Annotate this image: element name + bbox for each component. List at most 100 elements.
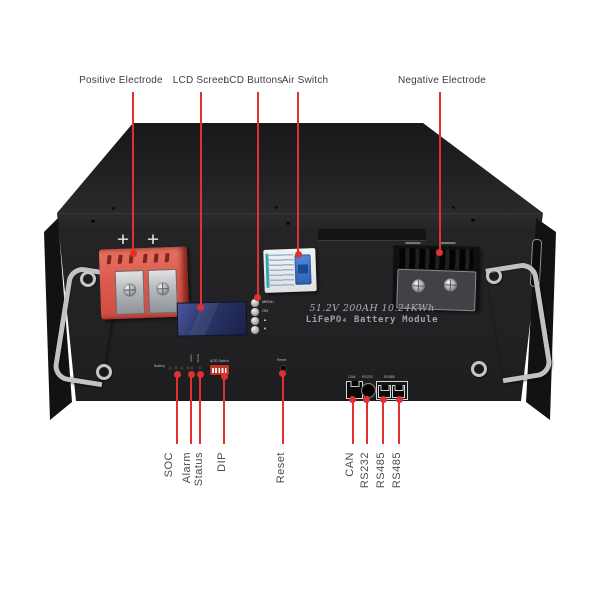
callout-label-lcd-screen: LCD Screen — [172, 75, 230, 86]
lcd-button-label: MENU — [262, 299, 274, 304]
handle-curl-icon — [80, 271, 96, 287]
rs232-port-label: RS232 — [362, 375, 373, 379]
callout-line — [398, 400, 400, 444]
alarm-led-icon — [190, 366, 194, 370]
connector-vent-icon — [117, 254, 123, 264]
callout-line — [223, 378, 225, 444]
lid-screw-icon — [452, 206, 455, 209]
panel-seam — [60, 213, 540, 214]
callout-line — [439, 92, 441, 251]
battery-top-lid — [57, 123, 543, 213]
callout-line — [297, 92, 299, 253]
lcd-button-up — [251, 317, 259, 325]
callout-dot — [380, 396, 387, 403]
callout-dot — [197, 304, 204, 311]
callout-dot — [363, 396, 370, 403]
callout-dot — [197, 371, 204, 378]
callout-label-rs485-2: RS485 — [391, 452, 403, 489]
callout-label-alarm: Alarm — [181, 452, 193, 484]
soc-led-icon — [168, 366, 172, 370]
reset-label: Reset — [277, 358, 287, 362]
handle-curl-icon — [471, 361, 487, 377]
rs485-port-pair — [376, 381, 408, 400]
status-led-icon — [198, 366, 202, 370]
callout-label-reset: Reset — [275, 452, 287, 484]
callout-dot — [130, 250, 137, 257]
callout-dot — [221, 373, 228, 380]
battery-led-label: Battery — [154, 364, 166, 368]
lcd-button-label: ▼ — [263, 326, 267, 331]
plus-symbol: + — [146, 228, 160, 251]
callout-label-positive-electrode: Positive Electrode — [79, 75, 163, 86]
callout-line — [382, 400, 384, 444]
callout-line — [176, 376, 178, 444]
positive-electrode-connector — [98, 246, 190, 320]
terminal-screw-icon — [411, 279, 426, 293]
terminal-plate — [114, 270, 146, 315]
handle-curl-icon — [96, 364, 112, 380]
rs485-port-label: RS485 — [384, 375, 395, 379]
callout-label-status: Status — [193, 452, 205, 487]
rim-screw-icon — [471, 218, 475, 222]
callout-line — [366, 400, 368, 444]
callout-dot — [279, 370, 286, 377]
dip-switch-label: ADD Switch — [210, 359, 229, 363]
terminal-screw-icon — [155, 282, 170, 296]
can-port-label: CAN — [348, 375, 356, 379]
panel-vent-slot — [318, 229, 426, 241]
callout-label-can: CAN — [344, 452, 356, 477]
terminal-screw-icon — [443, 278, 458, 292]
rim-screw-icon — [91, 219, 95, 223]
soc-led-icon — [174, 366, 178, 370]
alarm-led-label: Alarm — [189, 354, 193, 362]
callout-dot — [349, 396, 356, 403]
callout-label-soc: SOC — [163, 452, 175, 478]
lid-screw-icon — [112, 207, 115, 210]
handle-curl-icon — [486, 268, 502, 284]
air-switch-text-lines — [267, 253, 295, 288]
callout-label-lcd-buttons: LCD Buttons — [223, 75, 283, 86]
lcd-button-label: ▲ — [263, 317, 267, 322]
callout-dot — [295, 251, 302, 258]
connector-vent-icon — [153, 253, 159, 263]
air-switch — [263, 248, 317, 293]
callout-dot — [396, 396, 403, 403]
lcd-screen — [176, 301, 248, 337]
callout-line — [200, 92, 202, 306]
spec-text-line1: 51.2V 200AH 10.24KWh — [309, 303, 435, 314]
rim-screw-icon — [286, 221, 290, 225]
dip-switch — [210, 365, 229, 375]
callout-line — [257, 92, 259, 296]
lcd-button-menu — [251, 299, 259, 307]
callout-label-rs232: RS232 — [359, 452, 371, 489]
lcd-button-label: ON — [262, 308, 268, 313]
callout-label-dip: DIP — [216, 452, 228, 472]
lcd-button-down — [251, 326, 259, 334]
callout-line — [199, 376, 201, 444]
spec-text-line2: LiFePO₄ Battery Module — [305, 315, 439, 325]
air-switch-toggle — [294, 254, 312, 285]
soc-led-icon — [180, 366, 184, 370]
plus-symbol: + — [116, 228, 130, 251]
connector-vent-icon — [164, 253, 170, 263]
connector-vent-icon — [142, 253, 148, 264]
callout-dot — [254, 294, 261, 301]
callout-line — [282, 375, 284, 444]
terminal-screw-icon — [123, 283, 137, 297]
callout-dot — [174, 371, 181, 378]
connector-vent-icon — [106, 255, 112, 265]
status-led-label: Status — [196, 354, 200, 363]
soc-led-icon — [186, 366, 190, 370]
callout-label-air-switch: Air Switch — [281, 75, 329, 86]
callout-line — [352, 400, 354, 444]
callout-dot — [436, 249, 443, 256]
lid-screw-icon — [275, 206, 278, 209]
callout-label-negative-electrode: Negative Electrode — [397, 75, 487, 86]
terminal-plate — [147, 268, 179, 314]
callout-dot — [188, 371, 195, 378]
lcd-button-on — [251, 308, 259, 316]
rs485-port-icon — [392, 385, 405, 398]
callout-line — [132, 92, 134, 252]
negative-electrode-connector — [392, 245, 480, 312]
